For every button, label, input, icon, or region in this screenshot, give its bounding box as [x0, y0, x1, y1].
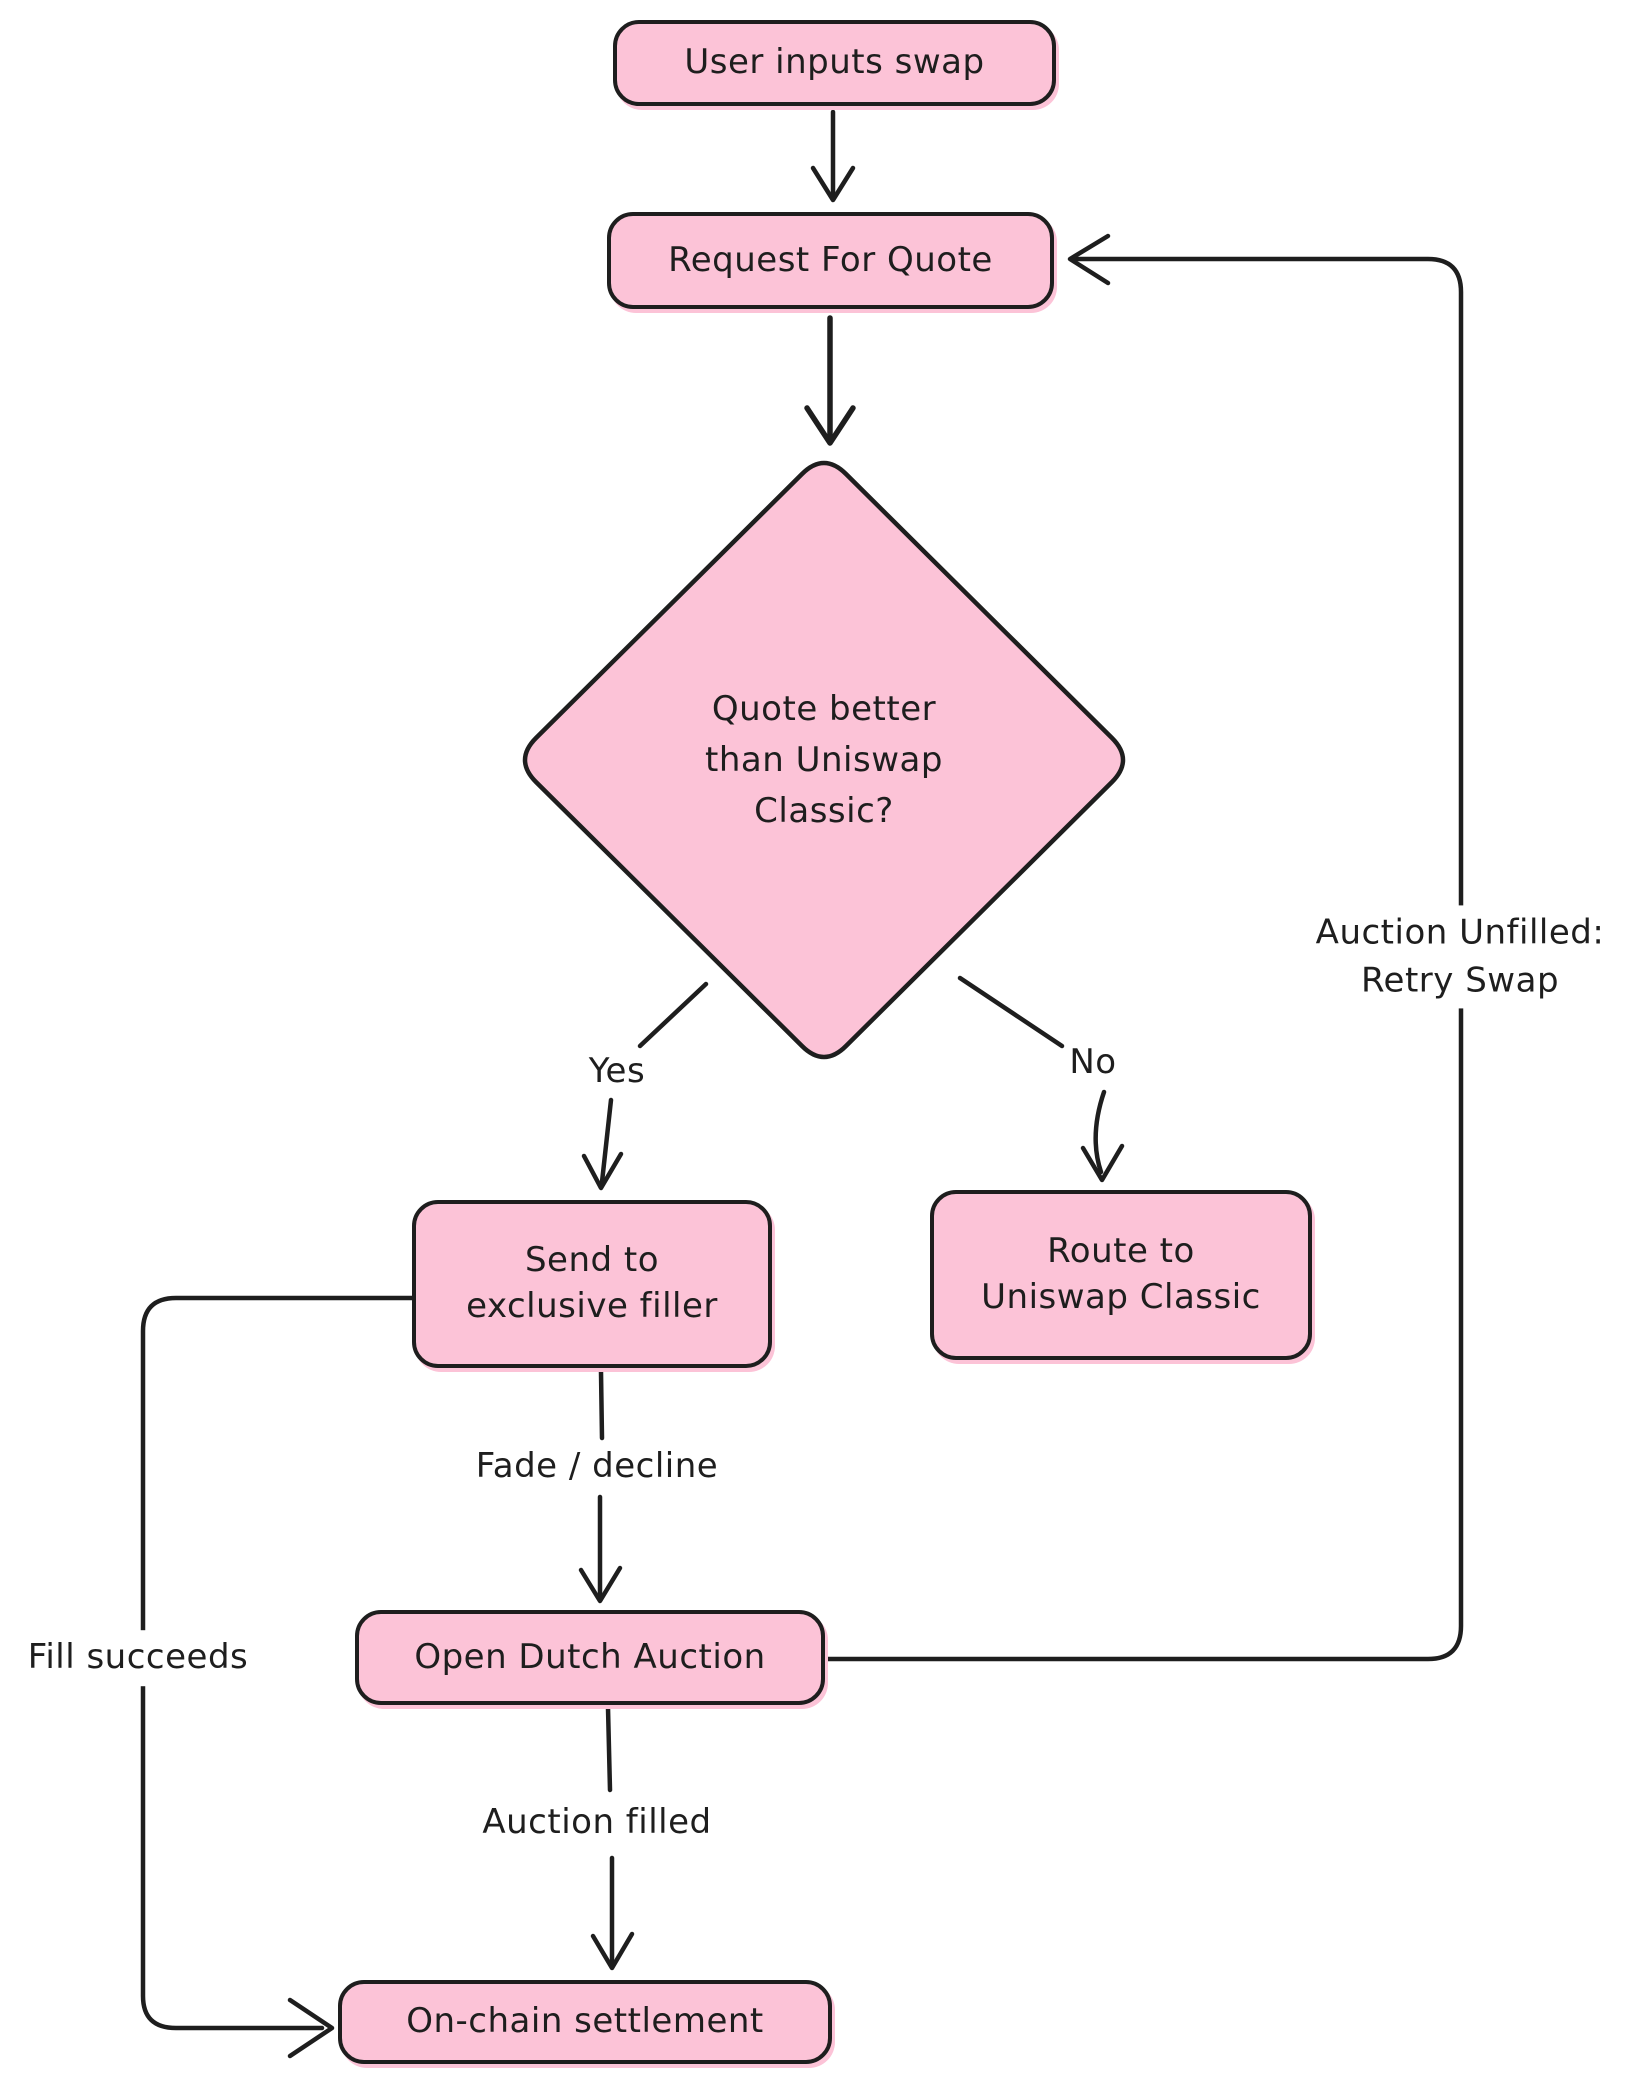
- arrow-yes-to-send-head: [581, 1151, 624, 1191]
- edge-auction-filled-segment-top: [605, 1705, 613, 1793]
- edge-no-segment: [957, 975, 1065, 1049]
- arrow-no-to-route-head: [1080, 1143, 1125, 1183]
- node-request-for-quote: Request For Quote: [607, 212, 1054, 309]
- edge-yes-segment: [637, 981, 709, 1049]
- node-user-inputs-swap: User inputs swap: [613, 20, 1056, 106]
- arrow-no-to-route: [1093, 1089, 1107, 1175]
- edge-label-no: No: [1069, 1042, 1117, 1083]
- node-request-for-quote-label: Request For Quote: [668, 239, 993, 280]
- node-open-dutch-auction: Open Dutch Auction: [355, 1610, 825, 1705]
- edge-label-auction-unfilled: Auction Unfilled: Retry Swap: [1305, 905, 1615, 1009]
- edge-label-fade-decline: Fade / decline: [475, 1446, 719, 1487]
- decision-diamond-shape: [522, 460, 1126, 1060]
- edge-label-auction-filled: Auction filled: [482, 1802, 712, 1843]
- arrow-fade-to-auction-head: [578, 1565, 623, 1604]
- edge-label-fill-succeeds: Fill succeeds: [17, 1630, 259, 1686]
- edge-retry-loop-head: [1067, 233, 1111, 286]
- node-onchain-settlement-label: On-chain settlement: [406, 2001, 764, 2042]
- node-send-to-exclusive-filler: Send to exclusive filler: [412, 1200, 772, 1368]
- edge-label-yes: Yes: [588, 1051, 646, 1092]
- node-user-inputs-swap-label: User inputs swap: [684, 42, 985, 83]
- edge-fade-segment-top: [598, 1369, 605, 1441]
- node-quote-decision-label: Quote better than Uniswap Classic?: [705, 688, 943, 831]
- arrow-yes-to-send: [599, 1097, 614, 1185]
- node-onchain-settlement: On-chain settlement: [338, 1980, 832, 2064]
- edge-fill-succeeds-loop-head: [287, 1997, 335, 2059]
- arrow-auction-to-settlement-head: [590, 1931, 635, 1971]
- arrow-user-to-rfq-head: [810, 165, 856, 203]
- node-route-to-uniswap-classic: Route to Uniswap Classic: [930, 1190, 1312, 1360]
- node-open-dutch-auction-label: Open Dutch Auction: [414, 1636, 766, 1677]
- arrow-rfq-to-decision-head: [804, 405, 856, 446]
